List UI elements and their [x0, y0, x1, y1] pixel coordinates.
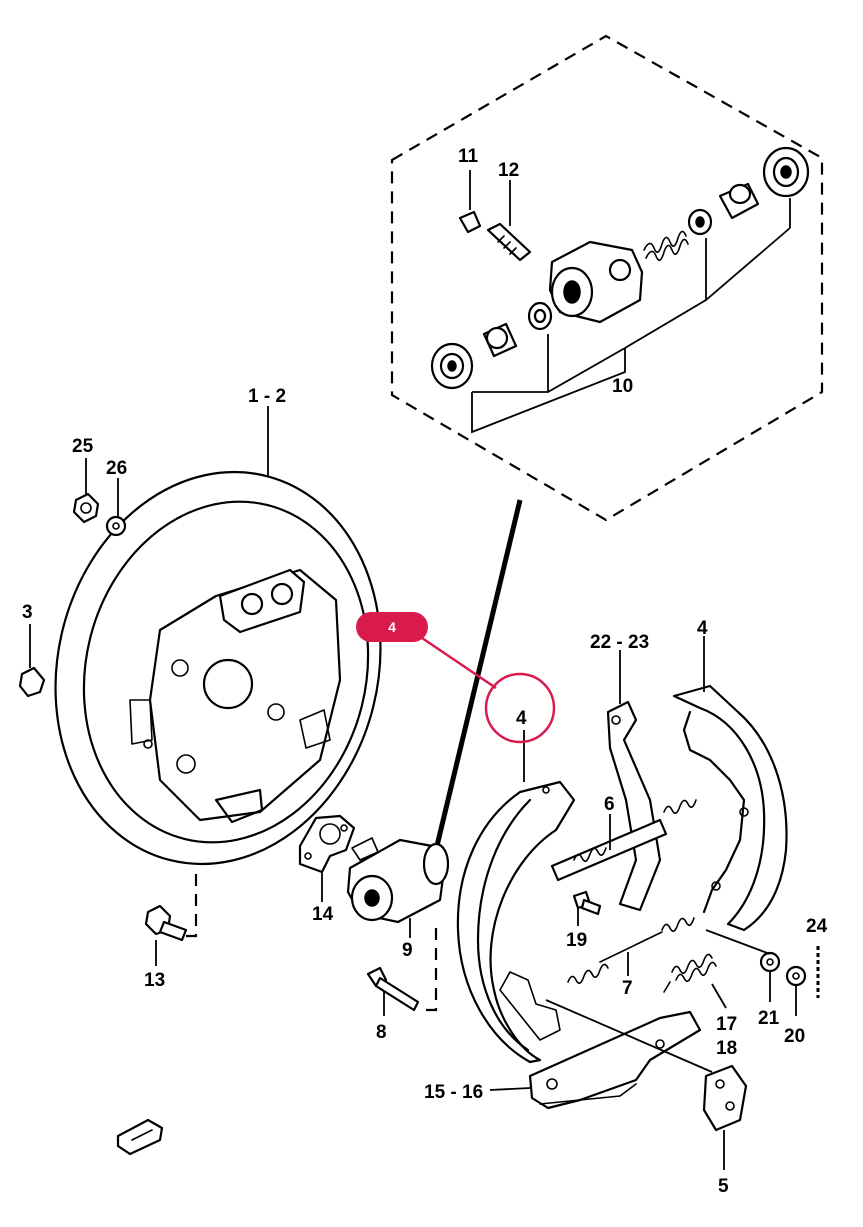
label-15-16: 15 - 16	[424, 1082, 483, 1103]
label-17: 17	[716, 1014, 737, 1035]
cylinder-spring	[643, 230, 689, 261]
washer-20	[785, 965, 807, 987]
parking-brake-lever	[528, 1010, 702, 1110]
highlight-circle[interactable]	[484, 672, 556, 744]
bolt-13	[144, 904, 188, 942]
adjuster-lever	[606, 700, 662, 912]
highlight-pointer-line	[421, 636, 497, 690]
washer-21	[759, 951, 781, 973]
cylinder-boot-right	[762, 146, 810, 198]
label-20: 20	[784, 1026, 805, 1047]
label-1-2: 1 - 2	[248, 386, 286, 407]
piston-left	[482, 322, 518, 358]
clip-5	[702, 1064, 748, 1132]
return-spring-7	[567, 917, 695, 984]
brake-backing-plate	[54, 470, 382, 866]
gasket-14	[298, 814, 356, 874]
piston-cup-left	[527, 301, 553, 331]
wheel-cylinder-body	[548, 240, 644, 324]
label-7: 7	[622, 978, 633, 999]
bolt-8	[366, 966, 420, 1012]
highlight-badge-text: 4	[388, 619, 396, 635]
plug-grommet	[116, 1118, 164, 1156]
hold-down-spring-17-18	[663, 953, 717, 993]
label-11: 11	[458, 146, 479, 167]
bleeder-screw	[486, 222, 532, 262]
wheel-cylinder-detail-box	[390, 34, 824, 522]
brake-shoe-right	[672, 684, 788, 932]
label-13: 13	[144, 970, 165, 991]
label-10: 10	[612, 376, 633, 397]
brake-shoe-left	[456, 780, 576, 1064]
bleeder-cap	[458, 210, 482, 234]
hold-down-pin-19	[572, 890, 602, 916]
nut-25	[72, 492, 100, 524]
washer-26	[105, 515, 127, 537]
piston-right	[718, 182, 760, 220]
label-22-23: 22 - 23	[590, 632, 649, 653]
label-26: 26	[106, 458, 127, 479]
label-18: 18	[716, 1038, 737, 1059]
cylinder-boot-left	[430, 342, 474, 390]
bolt-3	[18, 666, 46, 698]
label-21: 21	[758, 1008, 780, 1029]
label-25: 25	[72, 436, 94, 457]
label-24: 24	[806, 916, 828, 937]
label-5: 5	[718, 1176, 729, 1197]
label-12: 12	[498, 160, 519, 181]
label-8: 8	[376, 1022, 387, 1043]
highlight-badge[interactable]	[356, 612, 428, 642]
wheel-cylinder-9	[346, 837, 450, 924]
label-6: 6	[604, 794, 615, 815]
label-14: 14	[312, 904, 334, 925]
label-4-left: 4	[516, 708, 527, 729]
label-19: 19	[566, 930, 587, 951]
highlight-annotation[interactable]: 4	[356, 612, 556, 744]
strut-spring-6	[550, 799, 697, 882]
label-3: 3	[22, 602, 33, 623]
label-4-right: 4	[697, 618, 708, 639]
piston-cup-right	[687, 208, 713, 236]
label-9: 9	[402, 940, 413, 961]
